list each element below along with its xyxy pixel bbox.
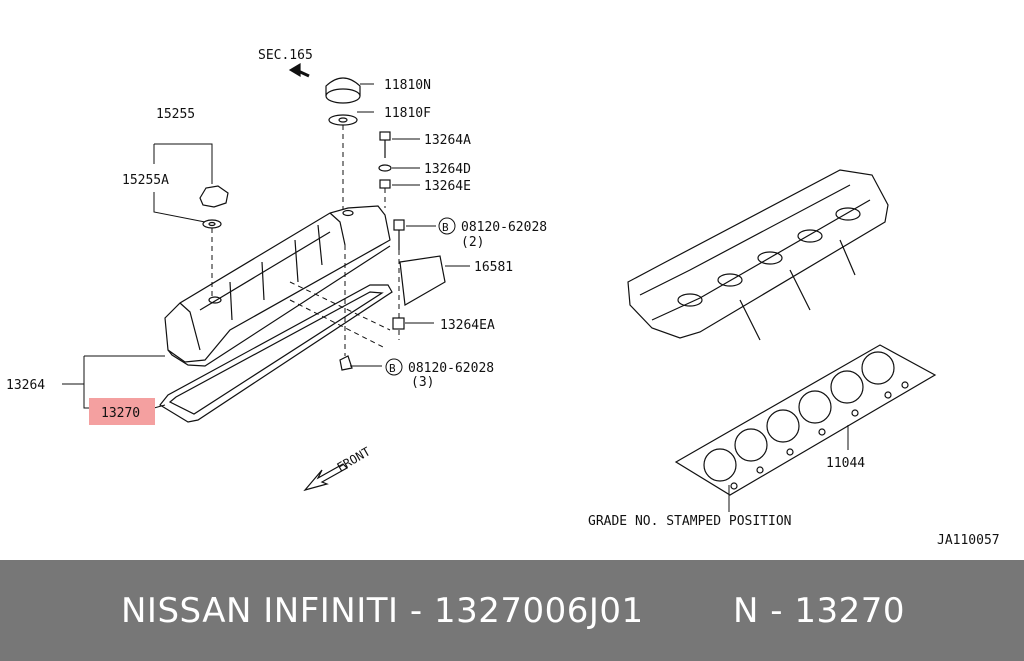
label-13264a[interactable]: 13264A: [424, 133, 471, 148]
label-bolt-08120-62028-b[interactable]: 08120-62028: [408, 361, 494, 376]
label-bolt-qty-2: (2): [461, 235, 484, 250]
front-arrow-icon: [303, 463, 348, 492]
head-gasket-11044-drawing: [674, 344, 937, 496]
pcv-valve-drawing: [288, 62, 361, 126]
label-16581[interactable]: 16581: [474, 260, 513, 275]
label-13264ea[interactable]: 13264EA: [440, 318, 495, 333]
label-11810f[interactable]: 11810F: [384, 106, 431, 121]
label-11044[interactable]: 11044: [826, 456, 865, 471]
rocker-cover-drawing: [164, 205, 391, 367]
bolt-symbol-1-text: B: [442, 221, 449, 234]
cylinder-head-drawing: [627, 169, 889, 341]
footer-brand-partnumber: NISSAN INFINITI - 1327006J01: [121, 591, 644, 631]
label-13264[interactable]: 13264: [6, 378, 45, 393]
label-13264e[interactable]: 13264E: [424, 179, 471, 194]
label-15255[interactable]: 15255: [156, 107, 195, 122]
dashed-guides: [211, 125, 400, 356]
label-13264d[interactable]: 13264D: [424, 162, 471, 177]
label-bolt-qty-3: (3): [411, 375, 434, 390]
label-grade-note: GRADE NO. STAMPED POSITION: [588, 514, 792, 529]
label-sec165[interactable]: SEC.165: [258, 48, 313, 63]
label-front: FRONT: [335, 444, 373, 474]
label-bolt-08120-62028-a[interactable]: 08120-62028: [461, 220, 547, 235]
bolt-symbol-2: [385, 358, 403, 376]
gasket-13270-drawing: [159, 284, 393, 423]
parts-diagram: SEC.165 11810N 11810F 15255 15255A 13264…: [6, 48, 1000, 548]
highlight-box: [89, 398, 155, 425]
leader-lines: [62, 83, 849, 512]
bolt-symbol-2-text: B: [389, 362, 396, 375]
label-11810n[interactable]: 11810N: [384, 78, 431, 93]
label-15255a[interactable]: 15255A: [122, 173, 169, 188]
footer-bar: NISSAN INFINITI - 1327006J01 N - 13270: [0, 560, 1024, 661]
bolt-symbol-1: [438, 217, 456, 235]
label-13270[interactable]: 13270: [101, 406, 140, 421]
footer-reference: N - 13270: [733, 591, 905, 631]
label-diagram-code: JA110057: [937, 533, 1000, 548]
